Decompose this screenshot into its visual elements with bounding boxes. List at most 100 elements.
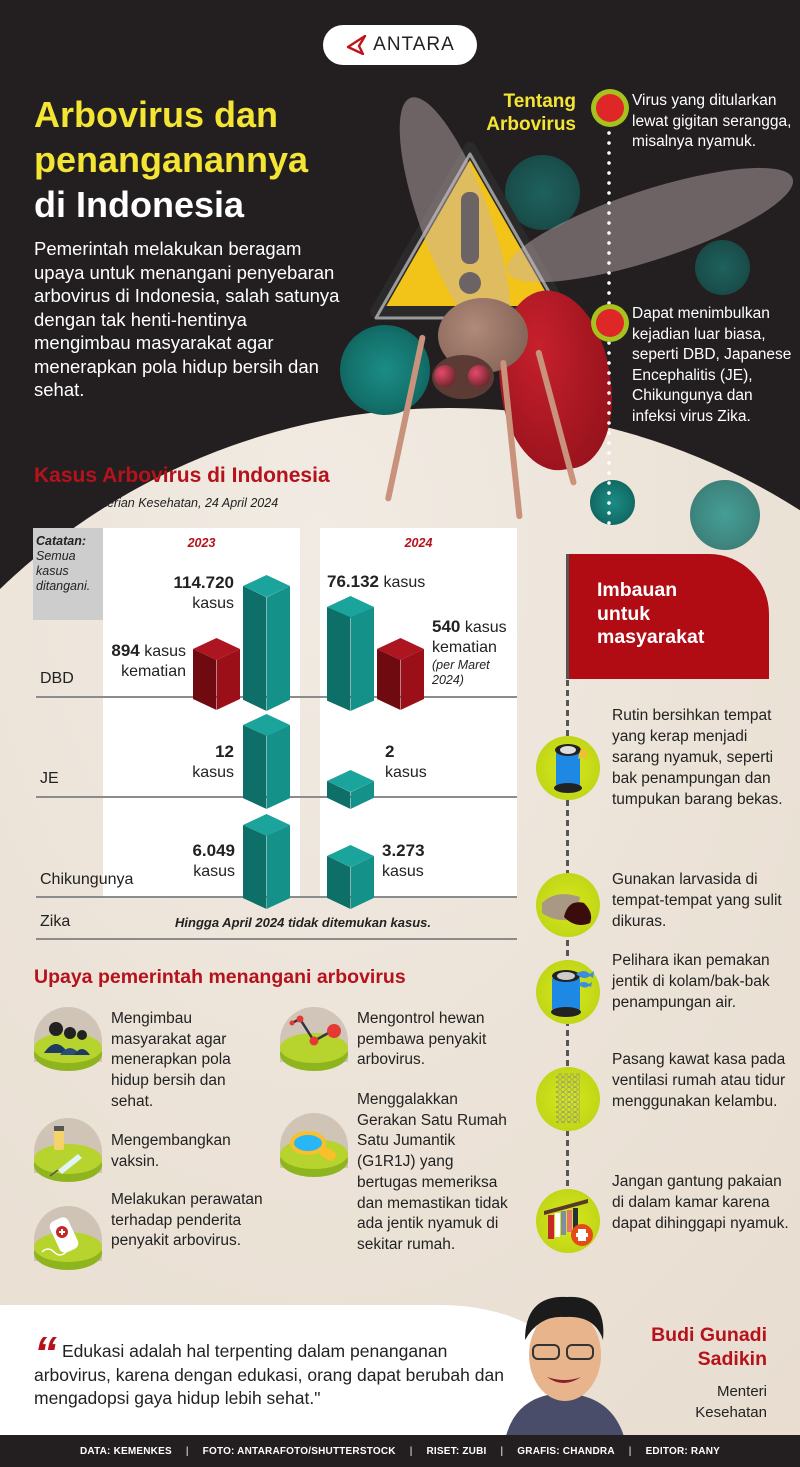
value-je-2024: 2 kasus: [385, 742, 427, 783]
value-dbd-2024-cases: 76.132 kasus: [327, 572, 425, 593]
quote-box: [0, 1305, 560, 1435]
hanging-clothes-forbidden-icon: [536, 1189, 600, 1253]
row-label-chikungunya: Chikungunya: [40, 871, 134, 888]
value-chikungunya-2024: 3.273 kasus: [382, 841, 425, 882]
credit-data: DATA: KEMENKES: [79, 1445, 172, 1457]
imbauan-item-2: Gunakan larvasida di tempat-tempat yang …: [612, 871, 782, 930]
value-kematian: kematian: [432, 639, 497, 656]
intro-paragraph: Pemerintah melakukan beragam upaya untuk…: [34, 238, 340, 400]
about-point-2: Dapat menimbulkan kejadian luar biasa, s…: [632, 305, 792, 425]
zika-note: Hingga April 2024 tidak ditemukan kasus.: [175, 915, 431, 930]
upaya-item-4: Mengontrol hewan pembawa penyakit arbovi…: [357, 1010, 487, 1069]
imbauan-item-5: Jangan gantung pakaian di dalam kamar ka…: [612, 1173, 789, 1232]
imbauan-title-line-2: untuk: [597, 602, 651, 625]
value-unit: kasus: [192, 595, 234, 612]
upaya-item-5: Menggalakkan Gerakan Satu Rumah Satu Jum…: [357, 1091, 508, 1253]
bar-dbd-2023-cases: [243, 575, 290, 711]
bar-dbd-2023-deaths: [193, 638, 240, 710]
imbauan-item-3: Pelihara ikan pemakan jentik di kolam/ba…: [612, 952, 770, 1011]
medical-care-icon: [34, 1206, 102, 1274]
bar-je-2024: [327, 770, 374, 809]
row-label-zika: Zika: [40, 913, 71, 930]
upaya-title: Upaya pemerintah menangani arbovirus: [34, 966, 406, 988]
antara-logo[interactable]: ANTARA: [323, 25, 477, 65]
year-label-2023: 2023: [187, 536, 216, 550]
value-dbd-2023-cases: 114.720 kasus: [150, 573, 234, 614]
value-unit: kasus: [464, 619, 507, 636]
value-chikungunya-2023: 6.049 kasus: [160, 841, 235, 882]
value-number: 540: [432, 617, 461, 636]
about-title: Tentang Arbovirus: [470, 90, 576, 136]
fish-tank-icon: [536, 960, 600, 1024]
value-number: 6.049: [192, 841, 235, 860]
value-unit: kasus: [385, 764, 427, 781]
value-number: 2: [385, 742, 395, 761]
person-name: Budi Gunadi Sadikin: [651, 1323, 767, 1371]
value-number: 894: [111, 641, 140, 660]
value-number: 3.273: [382, 841, 425, 860]
page-title: Arbovirus dan penanganannya di Indonesia: [34, 92, 308, 227]
person-role-line-2: Kesehatan: [695, 1404, 767, 1421]
upaya-item-2: Mengembangkan vaksin.: [111, 1132, 231, 1170]
separator: |: [409, 1445, 413, 1457]
bar-chikungunya-2023: [243, 814, 290, 909]
value-number: 76.132: [327, 572, 379, 591]
credit-riset: RISET: ZUBI: [426, 1445, 487, 1457]
minister-portrait: [505, 1296, 625, 1440]
value-kematian: kematian: [121, 663, 186, 680]
virus-bullet-icon: [596, 94, 624, 122]
virus-bullet-icon: [596, 309, 624, 337]
virus-icon: [690, 480, 760, 550]
row-divider: [36, 938, 517, 940]
flag-pole: [566, 554, 569, 679]
panel-2024: 2024: [320, 528, 517, 896]
title-line-1: Arbovirus dan: [34, 94, 279, 135]
separator: |: [628, 1445, 632, 1457]
value-unit: kasus: [193, 863, 235, 880]
virus-icon: [505, 155, 580, 230]
value-unit: kasus: [382, 863, 424, 880]
upaya-item-3: Melakukan perawatan terhadap penderita p…: [111, 1191, 263, 1250]
value-unit: kasus: [144, 643, 186, 660]
credits-footer: DATA: KEMENKES | FOTO: ANTARAFOTO/SHUTTE…: [0, 1435, 800, 1467]
bar-je-2023: [243, 714, 290, 809]
note-title: Catatan:: [36, 534, 87, 548]
imbauan-item-1: Rutin bersihkan tempat yang kerap menjad…: [612, 707, 783, 808]
larvicide-sack-icon: [536, 873, 600, 937]
credit-editor: EDITOR: RANY: [645, 1445, 721, 1457]
water-tank-clean-icon: [536, 736, 600, 800]
mesh-net-icon: [536, 1067, 600, 1131]
title-line-2: penanganannya: [34, 139, 309, 180]
person-name-line-2: Sadikin: [697, 1348, 767, 1370]
person-role: Menteri Kesehatan: [695, 1381, 767, 1423]
note-body: Semua kasus ditangani.: [36, 549, 91, 593]
magnifier-icon: [280, 1113, 348, 1181]
vaccine-syringe-icon: [34, 1118, 102, 1186]
about-title-line-1: Tentang: [503, 91, 576, 112]
imbauan-title-line-1: Imbauan: [597, 579, 678, 601]
note-box: Catatan: Semua kasus ditangani.: [33, 528, 103, 620]
value-unit: kasus: [383, 574, 426, 591]
row-label-je: JE: [40, 770, 59, 787]
imbauan-title-line-3: masyarakat: [597, 626, 705, 648]
dashed-timeline: [566, 680, 569, 1220]
bar-dbd-2024-deaths: [377, 638, 424, 710]
credit-foto: FOTO: ANTARAFOTO/SHUTTERSTOCK: [202, 1445, 396, 1457]
value-note: (per Maret 2024): [432, 658, 490, 687]
bar-dbd-2024-cases: [327, 596, 374, 711]
bar-chikungunya-2024: [327, 845, 374, 909]
antara-mark-icon: [346, 35, 367, 55]
person-name-line-1: Budi Gunadi: [651, 1324, 767, 1346]
imbauan-item-4: Pasang kawat kasa pada ventilasi rumah a…: [612, 1051, 786, 1110]
imbauan-flag: Imbauan untuk masyarakat: [569, 554, 769, 679]
about-point-1: Virus yang ditularkan lewat gigitan sera…: [632, 92, 792, 150]
value-number: 12: [215, 742, 234, 761]
credit-grafis: GRAFIS: CHANDRA: [517, 1445, 615, 1457]
cases-title: Kasus Arbovirus di Indonesia: [34, 464, 330, 487]
mosquito-eye: [434, 365, 456, 387]
virus-icon: [695, 240, 750, 295]
logo-text: ANTARA: [373, 34, 455, 55]
cases-subtitle: Data Kementerian Kesehatan, 24 April 202…: [34, 496, 279, 510]
title-line-3: di Indonesia: [34, 184, 245, 225]
value-number: 114.720: [173, 573, 234, 592]
